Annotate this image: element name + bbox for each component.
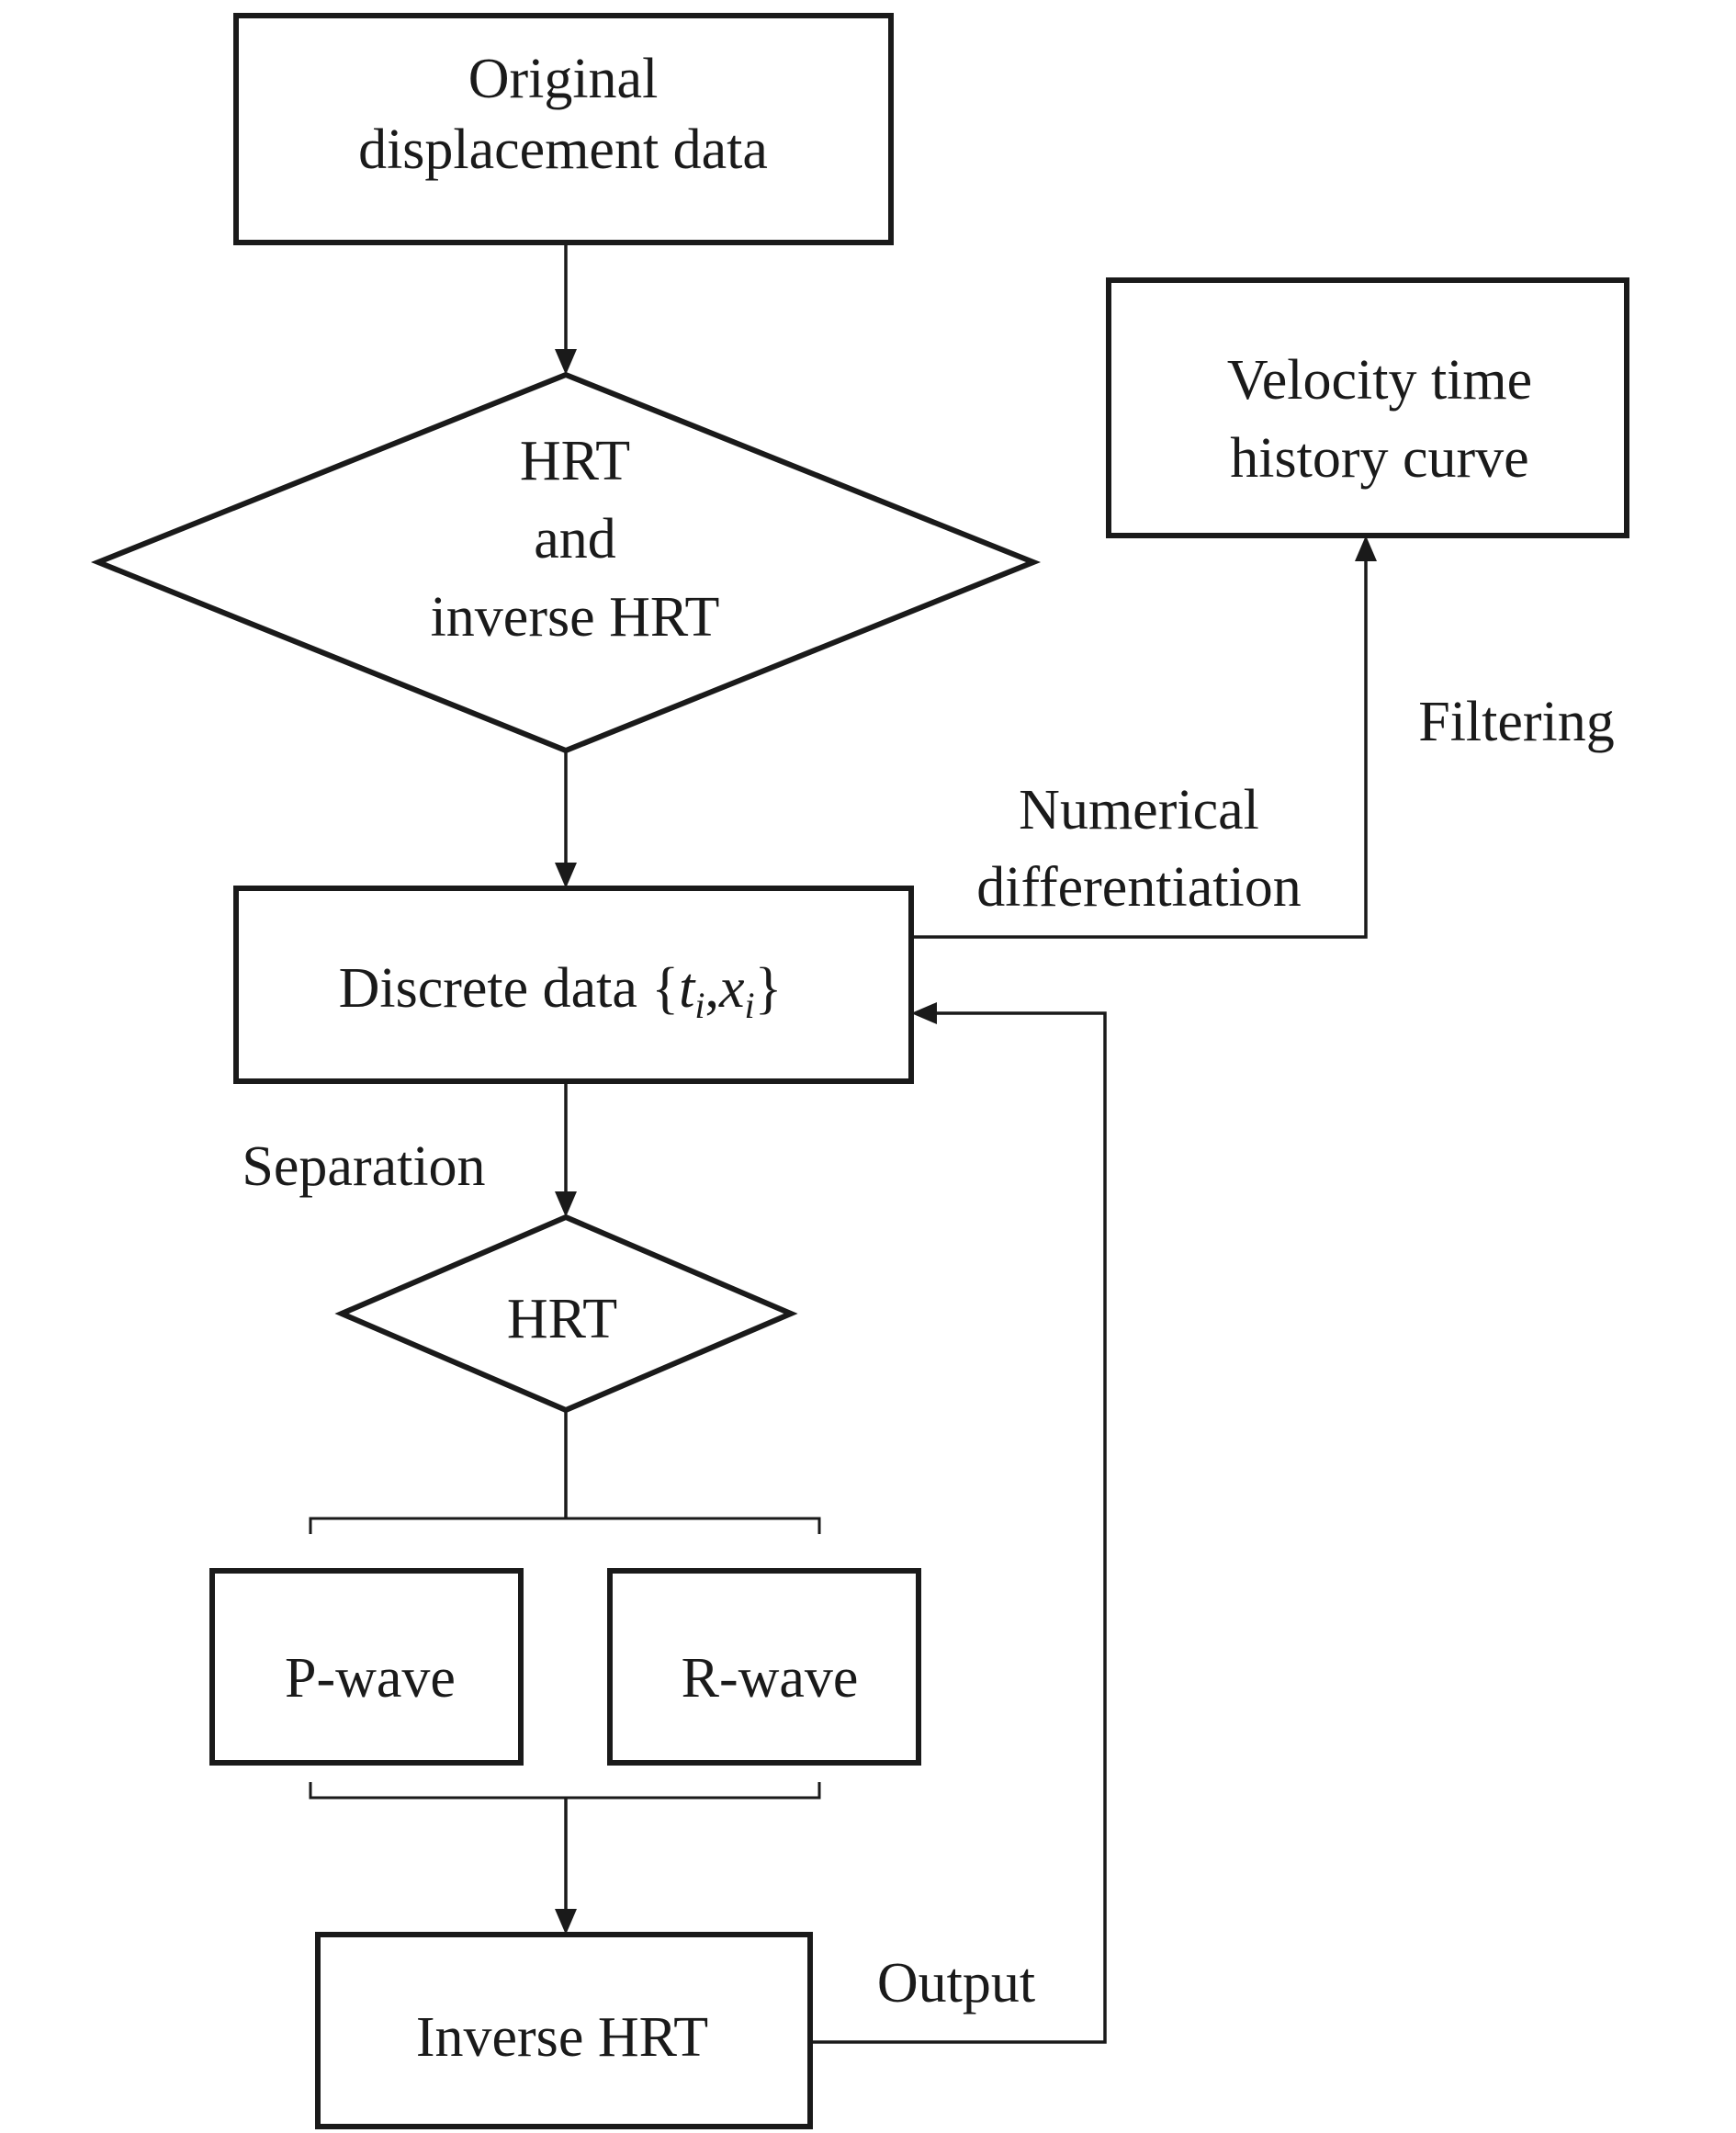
edge-label-numerical-line: Numerical — [1019, 779, 1259, 841]
arrow-original-to-hrt-inverse — [555, 243, 577, 375]
arrow-discrete-to-hrt — [555, 1081, 577, 1217]
node-original-displacement-data: Original displacement data — [233, 13, 894, 245]
node-hrt-and-inverse-hrt: HRT and inverse HRT — [90, 371, 1042, 754]
arrow-discrete-to-velocity — [911, 536, 1377, 939]
merge-bracket — [309, 1782, 821, 1800]
arrowhead — [555, 1191, 577, 1217]
edge-label-numerical-line: differentiation — [976, 856, 1302, 919]
discrete-data-label: Discrete data {ti,xi} — [339, 957, 783, 1026]
node-hrt: HRT — [334, 1213, 798, 1414]
node-label-line: and — [534, 508, 616, 570]
node-box — [209, 1568, 524, 1766]
edge-label-filtering: Filtering — [1418, 691, 1615, 753]
node-box — [315, 1932, 813, 2129]
node-box — [233, 886, 914, 1084]
discrete-data-subscript-i: i — [694, 985, 705, 1026]
edge-label-output: Output — [877, 1952, 1035, 2014]
node-label-line: Original — [468, 48, 659, 110]
arrow-output-to-discrete — [810, 1002, 1107, 2044]
arrowhead — [1355, 536, 1377, 561]
arrowhead — [555, 349, 577, 375]
node-label: HRT — [507, 1288, 617, 1350]
connector-line — [911, 561, 1368, 939]
node-label-line: history curve — [1230, 427, 1528, 490]
node-label-line: HRT — [520, 430, 630, 492]
node-box — [607, 1568, 921, 1766]
discrete-data-prefix: Discrete data { — [339, 957, 680, 1020]
node-label: R-wave — [682, 1647, 859, 1710]
connector-line — [810, 1011, 1107, 2044]
split-bracket — [309, 1517, 821, 1534]
edge-label-separation: Separation — [242, 1135, 485, 1198]
merge-connector — [309, 1782, 821, 1935]
node-p-wave: P-wave — [209, 1568, 524, 1766]
node-box — [233, 13, 894, 245]
discrete-data-subscript-i: i — [745, 985, 755, 1026]
node-r-wave: R-wave — [607, 1568, 921, 1766]
discrete-data-comma: , — [705, 957, 720, 1020]
node-label-line: Velocity time — [1227, 349, 1532, 412]
node-label-line: inverse HRT — [431, 586, 720, 649]
arrow-hrt-inverse-to-discrete — [555, 750, 577, 888]
arrowhead — [555, 863, 577, 888]
discrete-data-x: x — [718, 957, 745, 1020]
arrowhead — [555, 1909, 577, 1935]
discrete-data-t: t — [679, 957, 696, 1020]
node-label-line: displacement data — [358, 118, 768, 181]
arrowhead — [911, 1002, 937, 1024]
discrete-data-suffix: } — [755, 957, 783, 1020]
node-velocity-time-history-curve: Velocity time history curve — [1106, 277, 1629, 538]
node-label: P-wave — [285, 1647, 456, 1710]
node-box — [1106, 277, 1629, 538]
node-label: Inverse HRT — [416, 2006, 708, 2069]
split-connector — [309, 1410, 821, 1534]
node-inverse-hrt: Inverse HRT — [315, 1932, 813, 2129]
node-discrete-data: Discrete data {ti,xi} — [233, 886, 914, 1084]
